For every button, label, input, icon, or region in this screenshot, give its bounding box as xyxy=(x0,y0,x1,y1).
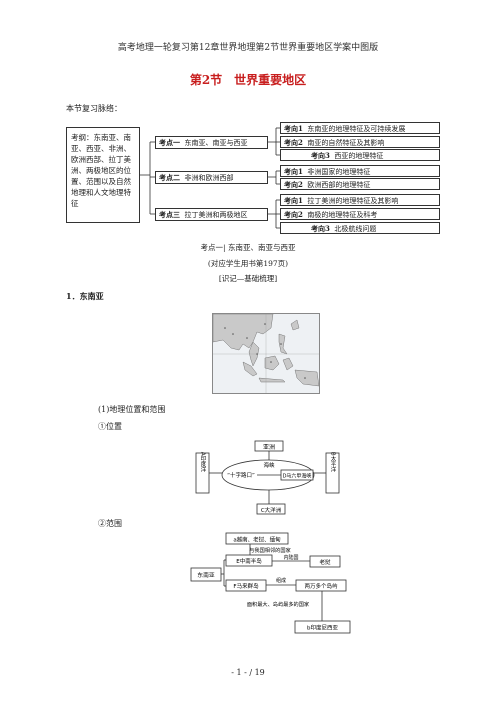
outline-item: 考向1 非洲国家的地理特征 xyxy=(280,165,440,177)
indonesia-label: b印度尼西亚 xyxy=(307,624,338,632)
map-image xyxy=(213,314,319,393)
item-tag: 考向1 xyxy=(284,167,303,176)
crossroads-label: “十字路口” xyxy=(227,471,255,479)
strait-word: 海峡 xyxy=(263,461,275,469)
neighbor-note: 与我国相邻的国家 xyxy=(249,546,291,554)
point-tag: 考点三 xyxy=(159,210,180,219)
point-tag: 考点二 xyxy=(159,173,180,182)
item-tag: 考向2 xyxy=(284,180,303,189)
oceania-label: C大洋洲 xyxy=(261,506,282,514)
outline-item: 考向2 欧洲西部的地理特征 xyxy=(280,178,440,190)
malacca-label: D马六甲海峡 xyxy=(283,473,312,480)
item-heading: 1．东南亚 xyxy=(66,291,104,301)
root-label: 东南亚 xyxy=(197,571,215,579)
item-label: 非洲国家的地理特征 xyxy=(307,168,371,176)
malay-archipelago-label: F马来群岛 xyxy=(233,582,259,590)
item-label: 拉丁美洲的地理特征及其影响 xyxy=(307,197,399,205)
section-subheading: [识记—基础梳理] xyxy=(218,274,278,283)
page-header: 高考地理一轮复习第12章世界地理第2节世界重要地区学案中图版 xyxy=(117,43,379,53)
southeast-asia-map xyxy=(212,313,320,394)
indochina-label: E中南半岛 xyxy=(236,557,262,565)
item-label: 北极航线问题 xyxy=(334,225,377,233)
outline-point-2: 考点二 非洲和欧洲西部 xyxy=(155,171,268,184)
section-title: 第2节 世界重要地区 xyxy=(189,73,307,87)
outline-item: 考向2 南亚的自然特征及其影响 xyxy=(280,136,440,148)
point-label: 非洲和欧洲西部 xyxy=(184,174,234,182)
compose-label: 组成 xyxy=(276,577,286,584)
section-reference: (对应学生用书第197页) xyxy=(207,259,289,268)
item-tag: 考向1 xyxy=(284,124,303,133)
pacific-ocean-label: B太平洋 xyxy=(330,452,337,474)
outline-connectors xyxy=(140,127,280,229)
outline-item: 考向3 北极航线问题 xyxy=(280,222,440,234)
paragraph-location-scope: (1)地理位置和范围 xyxy=(98,405,166,414)
asia-label: 亚洲 xyxy=(263,444,275,451)
item-label: 南极的地理特征及科考 xyxy=(307,211,378,219)
item-tag: 考向3 xyxy=(311,224,330,233)
inland-label: 内陆国 xyxy=(283,554,298,561)
outline-point-1: 考点一 东南亚、南亚与西亚 xyxy=(155,136,268,149)
item-tag: 考向2 xyxy=(284,138,303,147)
outline-item: 考向3 西亚的地理特征 xyxy=(280,149,440,161)
indian-ocean-label: A印度洋 xyxy=(200,452,207,474)
item-tag: 考向3 xyxy=(311,151,330,160)
outline-item: 考向2 南极的地理特征及科考 xyxy=(280,208,440,220)
item-label: 西亚的地理特征 xyxy=(334,152,384,160)
section-heading: 考点一| 东南亚、南亚与西亚 xyxy=(200,243,296,252)
item-label: 南亚的自然特征及其影响 xyxy=(307,139,385,147)
position-diagram: 亚洲 A印度洋 B太平洋 “十字路口” 海峡 D马六甲海峡 C大洋洲 xyxy=(195,440,340,515)
scope-diagram: a越南、老挝、缅甸 与我国相邻的国家 东南亚 E中南半岛 内陆国 老挝 F马来群… xyxy=(190,532,351,634)
point-tag: 考点一 xyxy=(159,138,180,147)
page-footer: - 1 - / 19 xyxy=(231,668,265,677)
point-label: 东南亚、南亚与西亚 xyxy=(184,139,248,147)
largest-note: 面积最大、岛屿最多的国家 xyxy=(247,600,309,608)
review-intro: 本节复习脉络： xyxy=(66,104,122,113)
item-tag: 考向2 xyxy=(284,210,303,219)
item-label: 东南亚的地理特征及可持续发展 xyxy=(307,125,406,133)
item-label: 欧洲西部的地理特征 xyxy=(307,181,371,189)
paragraph-location: ①位置 xyxy=(98,422,122,431)
item-tag: 考向1 xyxy=(284,196,303,205)
laos-label: 老挝 xyxy=(319,558,331,566)
outline-item: 考向1 东南亚的地理特征及可持续发展 xyxy=(280,122,440,134)
neighbor-countries-label: a越南、老挝、缅甸 xyxy=(233,536,281,544)
outline-syllabus-box: 考纲：东南亚、南亚、西亚、非洲、欧洲西部、拉丁美洲、两极地区的位置、范围以及自然… xyxy=(66,127,140,223)
outline-point-3: 考点三 拉丁美洲和两极地区 xyxy=(155,208,268,221)
oceania-box xyxy=(256,503,286,515)
outline-item: 考向1 拉丁美洲的地理特征及其影响 xyxy=(280,194,440,206)
paragraph-scope: ②范围 xyxy=(98,519,122,528)
islands-label: 两万多个岛屿 xyxy=(304,582,338,590)
point-label: 拉丁美洲和两极地区 xyxy=(184,211,248,219)
